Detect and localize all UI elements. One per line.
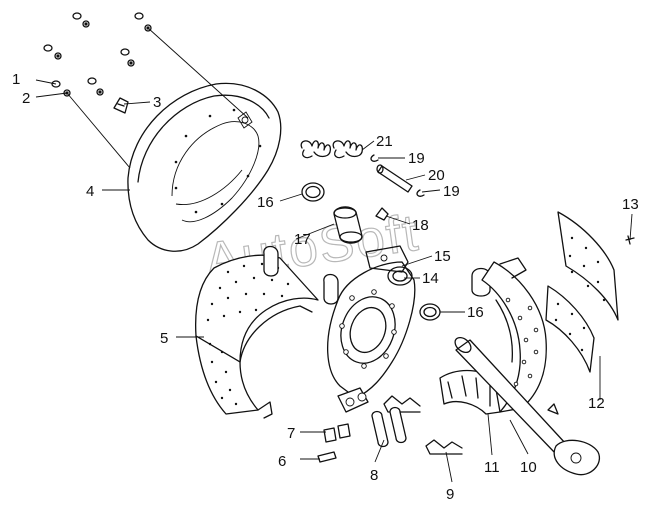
- cam-bushing: [387, 266, 413, 286]
- lock-18: [375, 207, 389, 221]
- callout-21: 21: [376, 133, 393, 150]
- bolt-nut-group: [43, 12, 152, 97]
- callout-12: 12: [588, 395, 605, 412]
- callout-16-bottom: 16: [467, 304, 484, 321]
- callout-14: 14: [422, 270, 439, 287]
- anchor-pin: [376, 164, 413, 193]
- callout-15: 15: [434, 248, 451, 265]
- return-springs: [300, 140, 364, 159]
- washer-6: [317, 451, 337, 463]
- bushing-17: [333, 206, 363, 244]
- callout-16-top: 16: [257, 194, 274, 211]
- bracket-3: [113, 97, 129, 114]
- callout-17: 17: [294, 231, 311, 248]
- callout-7: 7: [287, 425, 295, 442]
- callout-20: 20: [428, 167, 445, 184]
- brake-shoe-right: [439, 257, 547, 415]
- callout-1: 1: [12, 71, 20, 88]
- callout-19-bottom: 19: [443, 183, 460, 200]
- lining-12: [545, 211, 619, 373]
- callout-2: 2: [22, 90, 30, 107]
- nuts-7: [323, 423, 351, 443]
- o-ring-bottom: [419, 303, 441, 321]
- rollers: [263, 245, 339, 305]
- callout-4: 4: [86, 183, 94, 200]
- callout-19-top: 19: [408, 150, 425, 167]
- callout-3: 3: [153, 94, 161, 111]
- clips-19: [370, 154, 425, 197]
- leader-lines: [35, 27, 633, 483]
- callout-6: 6: [278, 453, 286, 470]
- pins-8: [371, 406, 407, 448]
- callout-9: 9: [446, 486, 454, 503]
- callout-10: 10: [520, 459, 537, 476]
- dust-shield: [127, 82, 282, 252]
- callout-18: 18: [412, 217, 429, 234]
- callout-5: 5: [160, 330, 168, 347]
- clips-9: [383, 395, 463, 455]
- callout-8: 8: [370, 467, 378, 484]
- camshaft: [454, 336, 601, 476]
- callout-13: 13: [622, 196, 639, 213]
- o-ring-top: [301, 182, 325, 202]
- callout-labels: 1 2 3 4 5 6 7 8 9 10 11 12 13 14 15 16 1…: [12, 71, 639, 503]
- brake-shoe-left: [194, 254, 319, 419]
- callout-11: 11: [484, 459, 500, 476]
- brake-spider: [327, 245, 416, 413]
